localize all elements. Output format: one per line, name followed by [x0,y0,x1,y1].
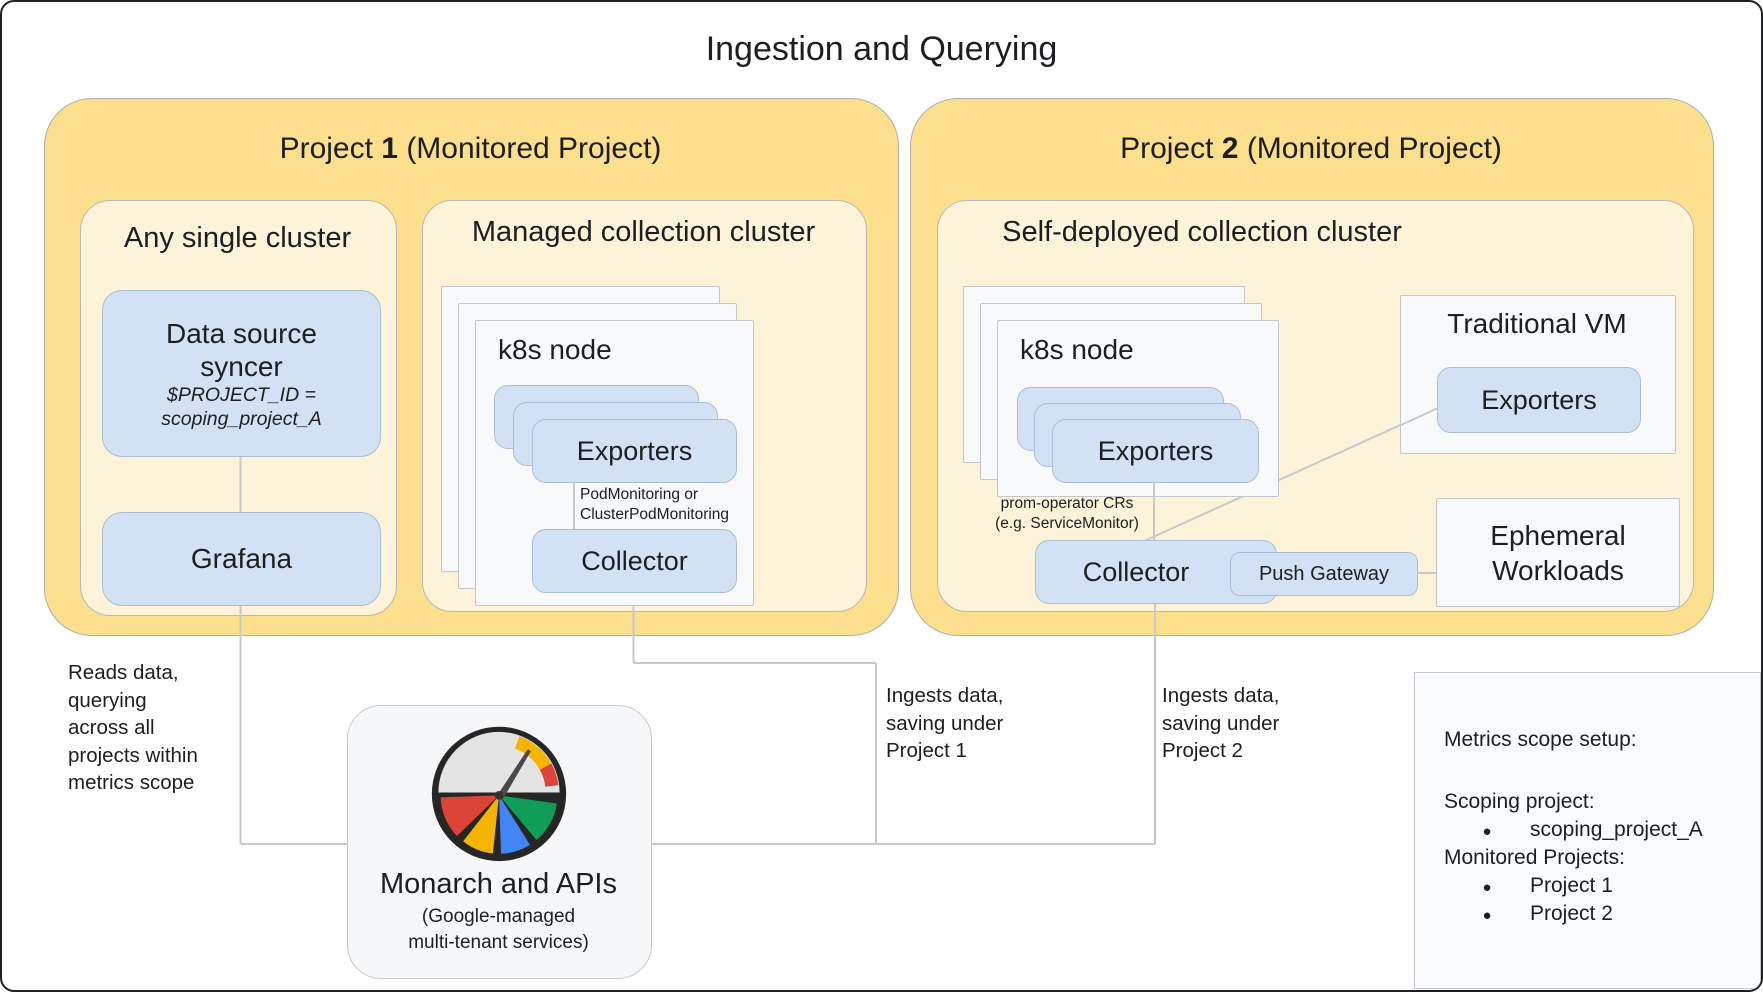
data-source-syncer-detail: $PROJECT_ID = scoping_project_A [161,383,322,430]
project1-header-suffix: (Monitored Project) [397,132,662,165]
reads-data-annotation: Reads data, querying across all projects… [68,661,198,794]
grafana-label: Grafana [190,543,293,574]
monitored-project1-row: ● Project 1 [1444,874,1613,898]
self-deployed-cluster-title: Self-deployed collection cluster [1002,216,1402,248]
exporters2-box: Exporters [1052,419,1259,483]
bullet-icon: ● [1482,907,1492,924]
push-gateway-box: Push Gateway [1230,552,1418,596]
vm-exporters-box: Exporters [1437,367,1641,433]
traditional-vm-title: Traditional VM [1447,308,1627,339]
monarch-title: Monarch and APIs [380,868,617,900]
bullet-icon: ● [1482,823,1492,840]
k8s-node-label: k8s node [498,334,612,365]
monarch-subtitle: (Google-managed multi-tenant services) [408,906,589,953]
k8s-node2-label: k8s node [1020,334,1134,365]
project1-header: Project 1 (Monitored Project) [44,132,897,166]
data-source-syncer-box: Data source syncer $PROJECT_ID = scoping… [102,290,381,457]
push-gateway-label: Push Gateway [1258,562,1390,585]
podmonitoring-note: PodMonitoring or ClusterPodMonitoring [580,486,730,523]
bullet-icon: ● [1482,879,1492,896]
collector-label-p1: Collector [581,545,688,576]
project2-header-number: 2 [1221,132,1239,165]
scoping-project-label: Scoping project: [1444,790,1595,813]
ephemeral-workloads-label: Ephemeral Workloads [1490,519,1626,586]
metrics-scope-box [1414,672,1761,989]
exporters-box: Exporters [532,419,737,483]
monitored-project1-value: Project 1 [1530,874,1613,897]
collector-box-p1: Collector [532,529,737,593]
ingests-project2-annotation: Ingests data, saving under Project 2 [1162,684,1280,762]
project1-header-prefix: Project [279,132,382,165]
managed-cluster-title: Managed collection cluster [471,216,816,248]
project1-header-number: 1 [381,132,398,165]
any-single-cluster-title: Any single cluster [123,222,352,254]
ingests-project1-annotation: Ingests data, saving under Project 1 [886,684,1004,762]
metrics-scope-title: Metrics scope setup: [1444,728,1637,751]
vm-exporters-label: Exporters [1481,384,1597,415]
scoping-project-value: scoping_project_A [1530,818,1703,841]
collector-label-p2: Collector [1082,556,1190,587]
monitored-project2-row: ● Project 2 [1444,902,1613,926]
project2-header: Project 2 (Monitored Project) [910,132,1712,166]
project2-header-prefix: Project [1120,132,1222,165]
exporters-label: Exporters [576,435,693,466]
data-source-syncer-label: Data source syncer [166,317,317,382]
monitored-project2-value: Project 2 [1530,902,1613,925]
ephemeral-workloads-box: Ephemeral Workloads [1436,498,1680,607]
project2-header-suffix: (Monitored Project) [1238,132,1502,165]
scoping-project-row: ● scoping_project_A [1444,818,1703,842]
monitored-projects-label: Monitored Projects: [1444,846,1625,869]
grafana-box: Grafana [102,512,381,606]
prom-operator-note: prom-operator CRs (e.g. ServiceMonitor) [995,495,1139,532]
exporters2-label: Exporters [1097,435,1214,466]
page-title: Ingestion and Querying [705,30,1058,68]
prometheus-gauge-icon [431,726,567,862]
